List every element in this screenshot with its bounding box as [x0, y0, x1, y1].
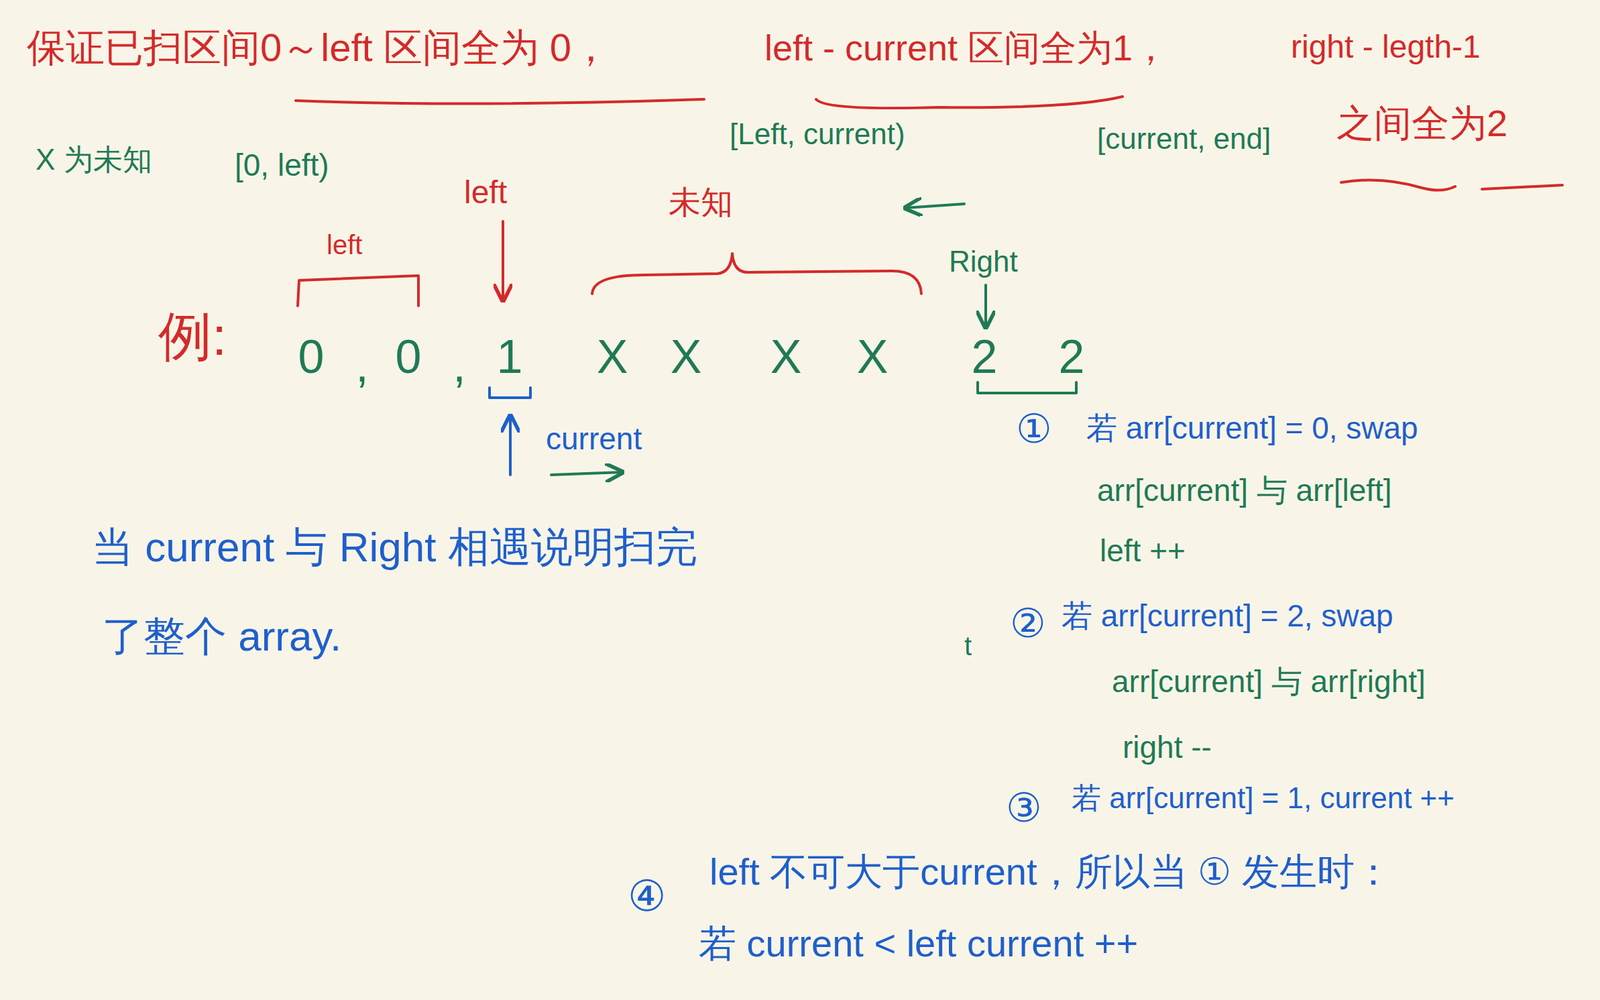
note-text: [current, end]: [1097, 122, 1271, 157]
note-text: left: [326, 229, 363, 261]
note-text: arr[current] 与 arr[right]: [1111, 663, 1426, 700]
direction-arrow: [905, 203, 965, 208]
note-text: current: [545, 421, 642, 457]
note-text: arr[current] 与 arr[left]: [1097, 472, 1393, 509]
note-text: left 不可大于current，所以当 ① 发生时：: [709, 850, 1393, 894]
wavy-underline: [1481, 185, 1563, 190]
note-text: left ++: [1099, 533, 1186, 569]
note-text: t: [964, 630, 972, 662]
bracket: [977, 382, 1077, 393]
note-text: ④: [627, 871, 666, 922]
note-text: 0: [298, 329, 325, 385]
underline: [295, 99, 705, 104]
pointer-arrow: [501, 221, 505, 301]
note-text: X: [770, 329, 803, 385]
note-text: right - legth-1: [1290, 28, 1481, 66]
note-text: 当 current 与 Right 相遇说明扫完: [91, 523, 698, 571]
note-text: X 为未知: [35, 142, 153, 178]
note-text: ①: [1015, 405, 1053, 452]
bracket: [489, 387, 531, 398]
brace: [592, 253, 922, 294]
note-text: X: [596, 329, 629, 385]
note-text: 保证已扫区间0～left 区间全为 0，: [26, 25, 611, 71]
note-text: 例:: [158, 305, 227, 368]
wavy-underline: [1341, 179, 1456, 190]
note-text: ,: [452, 338, 466, 393]
underline: [816, 96, 1123, 108]
note-text: [0, left): [234, 147, 330, 184]
note-text: [Left, current): [729, 117, 906, 152]
bracket: [297, 275, 419, 306]
note-text: 之间全为2: [1336, 101, 1508, 145]
note-text: Right: [948, 244, 1018, 279]
note-text: ③: [1005, 784, 1043, 831]
note-text: 0: [395, 329, 422, 385]
note-text: 若 arr[current] = 0, swap: [1086, 410, 1419, 446]
pointer-arrow: [984, 284, 988, 328]
note-text: 2: [971, 329, 998, 385]
note-text: right --: [1122, 729, 1212, 766]
note-text: left - current 区间全为1，: [764, 26, 1169, 69]
note-text: 若 current < left current ++: [698, 922, 1138, 965]
note-text: ②: [1009, 600, 1047, 647]
note-text: X: [856, 329, 889, 385]
pointer-arrow: [508, 415, 512, 475]
note-text: ,: [355, 338, 369, 393]
note-text: 了整个 array.: [101, 612, 342, 660]
note-text: 若 arr[current] = 2, swap: [1061, 598, 1394, 634]
note-text: 未知: [668, 183, 733, 221]
note-text: 1: [496, 329, 524, 385]
note-text: 若 arr[current] = 1, current ++: [1071, 781, 1455, 816]
direction-arrow: [551, 472, 623, 475]
note-text: X: [670, 329, 703, 385]
note-text: 2: [1058, 329, 1085, 385]
note-text: left: [464, 173, 507, 211]
